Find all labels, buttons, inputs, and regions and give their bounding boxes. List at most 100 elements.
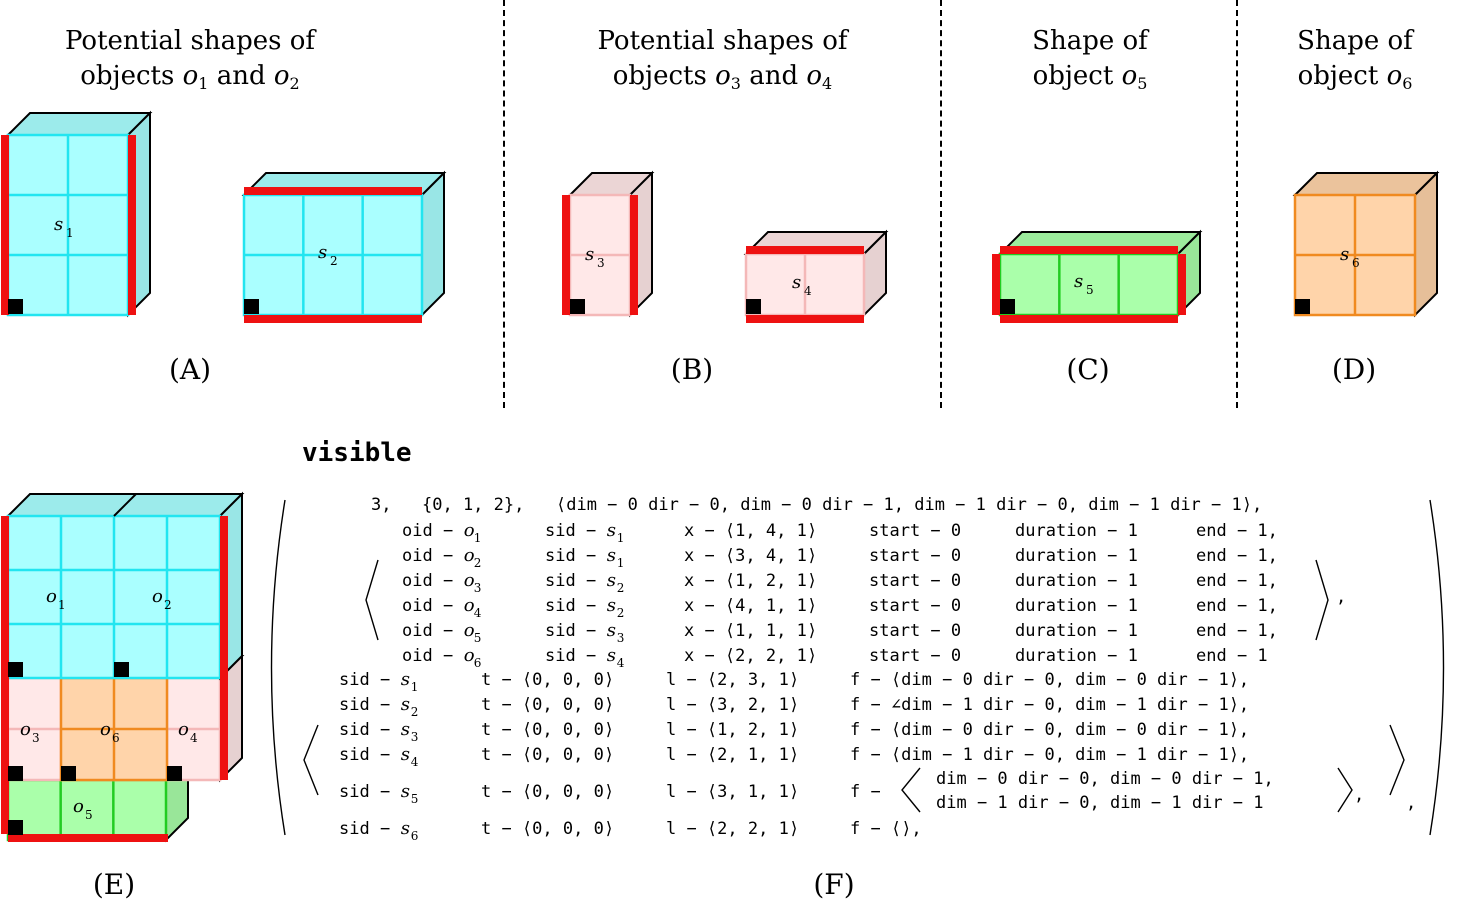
- shape-s3: [567, 170, 655, 318]
- object-row-oid-symbol: o: [464, 545, 475, 566]
- shape-s1-top-face: [5, 112, 153, 136]
- shape-row-t: t − ⟨0, 0, 0⟩: [481, 720, 614, 740]
- constraint-frames: ⟨dim − 0 dir − 0, dim − 0 dir − 1, dim −…: [556, 495, 1262, 515]
- origin-marker: [1000, 299, 1015, 314]
- header-panel-a-line2: objects o1 and o2: [60, 59, 320, 101]
- origin-marker: [8, 662, 23, 677]
- object-row-x: x − ⟨1, 2, 1⟩: [684, 571, 817, 591]
- header-panel-a: Potential shapes of objects o1 and o2: [60, 24, 320, 101]
- object-row-start: start − 0: [869, 621, 961, 641]
- header-panel-a-line1: Potential shapes of: [64, 26, 316, 56]
- object-row-sid: sid −: [545, 546, 596, 566]
- object-row-sid-index: 1: [617, 556, 625, 570]
- object-row-sid-symbol: s: [607, 520, 616, 541]
- object-row-end: end − 1,: [1196, 546, 1278, 566]
- object-row-sid-symbol: s: [607, 645, 616, 666]
- shape-row-sid-index: 3: [411, 730, 419, 744]
- object-row-oid-symbol: o: [464, 520, 475, 541]
- shape-row-t: t − ⟨0, 0, 0⟩: [481, 745, 614, 765]
- object-row-oid-index: 4: [474, 606, 482, 620]
- object-row-oid-index: 5: [474, 631, 482, 645]
- object-row-start: start − 0: [869, 646, 961, 666]
- origin-marker: [746, 299, 761, 314]
- shapes-close-comma: ,: [1406, 793, 1416, 813]
- object-row-x: x − ⟨1, 4, 1⟩: [684, 521, 817, 541]
- shape-row-sid-symbol: s: [401, 744, 410, 765]
- shape-row-sid-symbol: s: [401, 669, 410, 690]
- object-row-sid-symbol: s: [607, 570, 616, 591]
- label-panel-e: (E): [92, 868, 136, 901]
- object-row-duration: duration − 1: [1015, 521, 1138, 541]
- outer-paren-left: [270, 499, 286, 836]
- object-row-oid-symbol: o: [464, 595, 475, 616]
- origin-marker: [8, 820, 23, 835]
- object-label-o2-index: 2: [164, 598, 172, 612]
- object-row-duration: duration − 1: [1015, 646, 1138, 666]
- constraint-dimension: 3,: [371, 495, 391, 515]
- object-row-oid: oid −: [402, 546, 453, 566]
- shape-row-sid: sid −: [339, 720, 390, 740]
- object-row-duration: duration − 1: [1015, 546, 1138, 566]
- label-panel-f: (F): [813, 868, 855, 901]
- object-row-oid-symbol: o: [464, 645, 475, 666]
- shape-row-sid-index: 5: [411, 792, 419, 806]
- label-panel-c: (C): [1066, 353, 1110, 386]
- shape-row-f: f −: [850, 782, 881, 802]
- separator-cd: [1236, 0, 1238, 408]
- object-row-start: start − 0: [869, 521, 961, 541]
- shape-row-sid-index: 4: [411, 755, 419, 769]
- shape-row-l: l − ⟨2, 2, 1⟩: [666, 819, 799, 839]
- object-row-sid-index: 4: [617, 656, 625, 670]
- shapes-bracket-right: [1389, 724, 1405, 796]
- object-label-o6: o: [100, 719, 111, 740]
- shape-label-s5: s: [1074, 271, 1083, 292]
- placed-o1-o2: [5, 491, 245, 681]
- shape-row-f: f − ⟨dim − 1 dir − 0, dim − 1 dir − 1⟩,: [850, 745, 1249, 765]
- shape-s4: [743, 229, 889, 318]
- object-row-oid-symbol: o: [464, 620, 475, 641]
- header-panel-c-line2: object o5: [1010, 59, 1170, 101]
- object-row-start: start − 0: [869, 571, 961, 591]
- frame-bar-top: [1000, 246, 1178, 254]
- shape-label-s1: s: [54, 214, 63, 235]
- object-index: 1: [198, 74, 209, 93]
- object-symbol: o: [1121, 61, 1138, 91]
- shape-row-l: l − ⟨2, 3, 1⟩: [666, 670, 799, 690]
- header-panel-b-line1: Potential shapes of: [597, 26, 848, 56]
- shape-row-sid: sid −: [339, 819, 390, 839]
- object-row-sid-symbol: s: [607, 620, 616, 641]
- label-panel-d: (D): [1331, 353, 1377, 386]
- shape-label-s3: s: [585, 244, 594, 265]
- object-label-o5-index: 5: [85, 808, 93, 822]
- object-symbol: o: [182, 61, 199, 91]
- label-panel-a: (A): [168, 353, 212, 386]
- object-row-oid-index: 3: [474, 581, 482, 595]
- object-row-oid: oid −: [402, 571, 453, 591]
- shapes-bracket-left: [303, 724, 319, 796]
- shape-label-s3-index: 3: [597, 256, 605, 270]
- shape-label-s2: s: [318, 242, 327, 263]
- object-row-oid: oid −: [402, 621, 453, 641]
- header-panel-d-line2: object o6: [1275, 59, 1435, 101]
- object-row-oid: oid −: [402, 521, 453, 541]
- origin-marker: [8, 766, 23, 781]
- separator-bc: [940, 0, 942, 408]
- object-symbol: o: [273, 61, 290, 91]
- label-panel-b: (B): [670, 353, 714, 386]
- object-row-start: start − 0: [869, 596, 961, 616]
- header-text: and: [208, 61, 274, 91]
- shape-s2-side-face: [421, 170, 445, 318]
- object-row-x: x − ⟨1, 1, 1⟩: [684, 621, 817, 641]
- frame-bar-bottom: [8, 834, 168, 842]
- shape-row-sid-symbol: s: [401, 694, 410, 715]
- objects-close-comma: ,: [1336, 587, 1346, 607]
- origin-marker: [167, 766, 182, 781]
- shape-row-t: t − ⟨0, 0, 0⟩: [481, 695, 614, 715]
- facet-bracket-right: [1337, 767, 1353, 813]
- object-row-sid-index: 2: [617, 581, 625, 595]
- object-row-end: end − 1,: [1196, 596, 1278, 616]
- header-text: objects: [612, 61, 716, 91]
- placed-edge: [113, 493, 137, 517]
- origin-marker: [8, 299, 23, 314]
- shape-row-f: f − ⟨⟩,: [850, 819, 922, 839]
